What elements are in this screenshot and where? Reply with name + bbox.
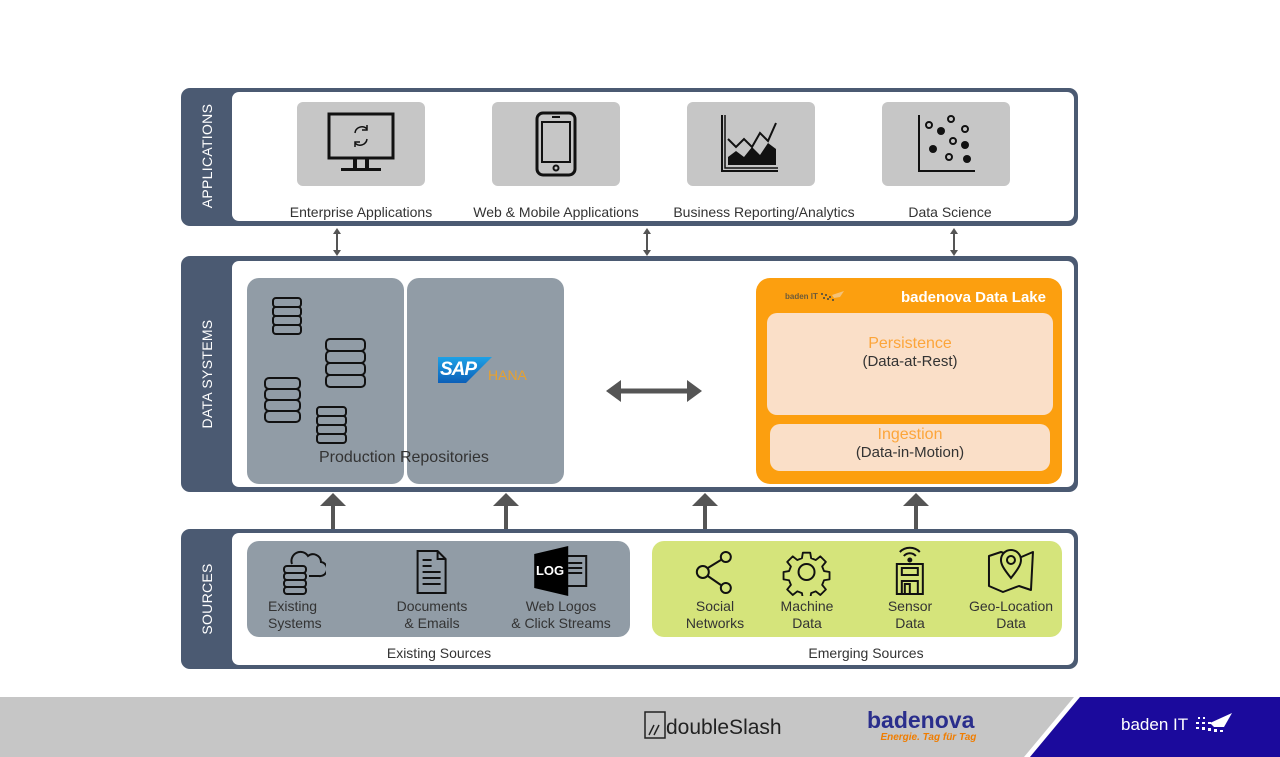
data-systems-layer-label: DATA SYSTEMS [199,319,215,429]
doubleslash-logo: doubleSlash [644,711,782,739]
area-chart-icon [721,115,778,172]
sources-panel: Existing Systems Documents & Emails [232,533,1074,665]
social-networks-item[interactable]: Social Networks [686,548,744,632]
applications-layer-label: APPLICATIONS [199,103,215,209]
data-systems-panel: SAP HANA Production Repositories baden I… [232,261,1074,487]
geo-location-line1: Geo-Location [968,598,1054,614]
badenit-mini-logo: baden IT [785,291,846,301]
machine-data-line1: Machine [780,598,834,614]
enterprise-applications-tile[interactable] [297,102,425,186]
existing-systems-item[interactable]: Existing Systems [268,548,326,632]
emerging-sources-group: Social Networks Machine Data Senso [652,541,1062,637]
up-arrow-icon [493,493,519,531]
double-arrow-vertical-icon [333,228,341,256]
log-file-icon: LOG [530,546,592,596]
enterprise-applications-label: Enterprise Applications [289,204,433,220]
social-networks-line1: Social [695,598,735,614]
badenit-mini-logo-text: baden IT [785,291,818,301]
gear-icon [783,551,831,596]
sources-layer-label: SOURCES [199,563,215,635]
sap-logo-text: SAP [440,359,477,380]
documents-emails-line1: Documents [396,598,468,614]
persistence-subtitle: (Data-at-Rest) [862,353,958,370]
persistence-title: Persistence [868,335,952,352]
production-repositories-label: Production Repositories [319,449,489,466]
existing-systems-line2: Systems [268,615,322,631]
hana-logo-text: HANA [488,367,527,383]
doubleslash-logo-mark [644,711,666,739]
documents-emails-line2: & Emails [404,615,460,631]
up-arrow-icon [903,493,929,531]
badenit-mini-logo-mark [820,291,844,301]
ingestion-subtitle: (Data-in-Motion) [855,444,965,461]
data-science-label: Data Science [908,204,992,220]
business-reporting-tile[interactable] [687,102,815,186]
applications-layer: APPLICATIONS Enterprise Applications [181,88,1078,226]
web-logs-line2: & Click Streams [511,615,611,631]
badenova-logo: badenova Energie. Tag für Tag [867,707,977,743]
up-arrow-icon [320,493,346,531]
up-arrow-icon [692,493,718,531]
sap-logo-shape [438,357,492,383]
badenit-logo-text: baden IT [1121,715,1189,734]
existing-sources-caption: Existing Sources [386,645,492,661]
footer-brand-stripe [1024,697,1280,757]
database-cloud-icon [283,550,326,595]
double-arrow-vertical-icon [643,228,651,256]
geo-location-item[interactable]: Geo-Location Data [969,546,1053,632]
documents-emails-item[interactable]: Documents & Emails [396,548,468,632]
map-pin-icon [988,549,1034,593]
log-badge: LOG [535,563,565,578]
document-icon [417,550,447,594]
web-mobile-applications-label: Web & Mobile Applications [473,204,639,220]
emerging-sources-caption: Emerging Sources [808,645,924,661]
geo-location-line2: Data [996,615,1026,631]
machine-data-line2: Data [792,615,822,631]
sap-hana-repository[interactable]: SAP HANA [407,278,564,484]
existing-sources-group: Existing Systems Documents & Emails [247,541,630,637]
web-logs-item[interactable]: LOG Web Logos & Click Streams [511,546,611,632]
machine-data-item[interactable]: Machine Data [780,548,834,632]
business-reporting-label: Business Reporting/Analytics [673,204,855,220]
data-systems-layer: DATA SYSTEMS SAP [181,256,1078,492]
sensor-data-item[interactable]: Sensor Data [888,544,932,632]
applications-panel: Enterprise Applications Web & Mobile App… [232,92,1074,221]
production-repository-databases[interactable] [247,278,404,484]
badenit-logo: baden IT [1121,713,1234,737]
web-mobile-applications-tile[interactable] [492,102,620,186]
badenova-logo-tagline: Energie. Tag für Tag [880,732,977,743]
sensor-data-line2: Data [895,615,925,631]
persistence-box[interactable]: Persistence (Data-at-Rest) [767,313,1053,415]
web-logs-line1: Web Logos [525,598,597,614]
data-science-tile[interactable] [882,102,1010,186]
existing-systems-line1: Existing [268,598,318,614]
sensor-icon [895,546,924,595]
sensor-data-line1: Sensor [887,598,933,614]
doubleslash-logo-text: doubleSlash [666,716,782,739]
data-lake-title: badenova Data Lake [900,289,1046,306]
badenova-logo-name: badenova [867,707,975,733]
social-networks-line2: Networks [685,615,745,631]
monitor-sync-icon [327,112,395,171]
double-arrow-horizontal-icon [606,380,702,402]
database-stack-icon [264,297,366,444]
badenova-data-lake[interactable]: baden IT badenova Data Lake Persistence … [756,278,1062,484]
share-icon [695,551,732,594]
ingestion-box[interactable]: Ingestion (Data-in-Motion) [770,424,1050,471]
ingestion-title: Ingestion [877,426,943,443]
badenit-logo-mark [1196,713,1233,732]
sources-layer: SOURCES Existing Systems Docu [181,529,1078,669]
scatter-plot-icon [918,115,975,172]
smartphone-icon [535,111,577,177]
double-arrow-vertical-icon [950,228,958,256]
sap-hana-logo: SAP HANA [438,357,527,383]
